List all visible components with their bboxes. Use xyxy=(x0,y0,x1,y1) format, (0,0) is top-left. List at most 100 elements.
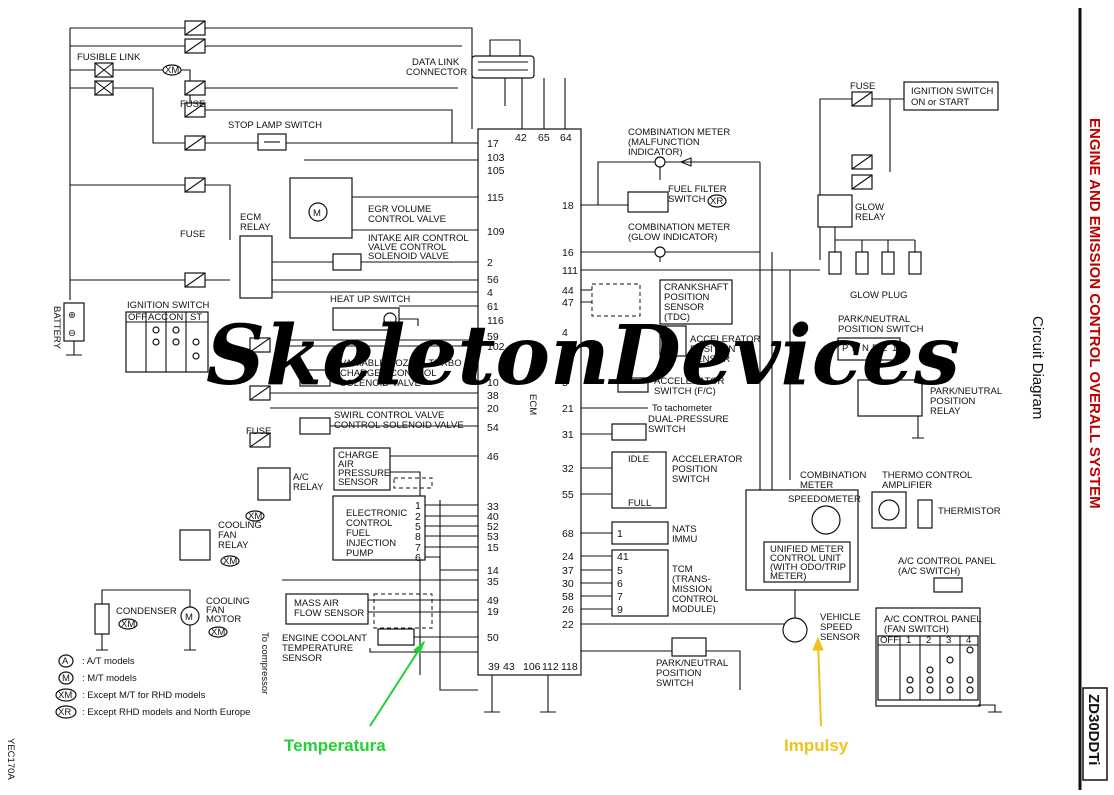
ecm-pin-right: 4 xyxy=(562,327,568,339)
pump-pin: 2 xyxy=(415,511,421,523)
fusible-link-symbols xyxy=(94,20,873,448)
legend-text: : Except RHD models and North Europe xyxy=(82,707,250,718)
page-title: ENGINE AND EMISSION CONTROL OVERALL SYST… xyxy=(1086,118,1103,509)
fuse-label-2: FUSE xyxy=(180,229,205,240)
watermark: SkeletonDevices xyxy=(206,308,960,404)
legend-text: : M/T models xyxy=(82,673,137,684)
ign-pos-off: OFF xyxy=(128,312,147,323)
ecm-relay-label-1: ECM xyxy=(240,212,261,223)
ecm-pin-left: 59 xyxy=(487,331,499,343)
ecm-pin-left: 40 xyxy=(487,511,499,523)
data-link-connector xyxy=(471,55,535,79)
aps-1: ACCELERATOR xyxy=(690,334,761,345)
crank-1: CRANKSHAFT xyxy=(664,282,729,293)
ecm-box xyxy=(477,128,582,676)
pump-pin: 8 xyxy=(415,531,421,543)
heat-up-switch-label: HEAT UP SWITCH xyxy=(330,294,410,305)
ecm-pin-left: 14 xyxy=(487,565,499,577)
pnat-2: POSITION SWITCH xyxy=(838,324,924,335)
pump-pin: 1 xyxy=(415,500,421,512)
fuse-label-1: FUSE xyxy=(180,99,205,110)
nats-2: IMMU xyxy=(672,534,697,545)
ign-pos-on: ON xyxy=(169,312,183,323)
legend-symbol: A xyxy=(62,656,69,667)
ecm-pin-left: 38 xyxy=(487,390,499,402)
pn-position: 2 xyxy=(882,343,887,354)
asfc-2: SWITCH (F/C) xyxy=(654,386,716,397)
ecm-pin-left: 4 xyxy=(487,287,493,299)
legend-symbol-badge xyxy=(58,654,74,668)
maf-1: MASS AIR xyxy=(294,598,339,609)
pn-position: N xyxy=(862,343,869,354)
cm-mil-2: (MALFUNCTION xyxy=(628,137,700,148)
pn-position: R xyxy=(852,343,859,354)
ecm-pin-left: 46 xyxy=(487,451,499,463)
ecm-pin-right: 24 xyxy=(562,551,574,563)
cooling-fan-relay xyxy=(179,529,211,561)
ecm-pin-left: 35 xyxy=(487,576,499,588)
idle-label: IDLE xyxy=(628,454,649,465)
maf-2: FLOW SENSOR xyxy=(294,608,364,619)
tcm-5: MODULE) xyxy=(672,604,716,615)
cap-4: SENSOR xyxy=(338,477,378,488)
ecm-pin-bottom: 39 xyxy=(488,661,500,673)
pump-pin: 6 xyxy=(415,552,421,564)
um-1: UNIFIED METER xyxy=(770,544,844,555)
ecm-pin-left: 53 xyxy=(487,531,499,543)
intake-label-2: VALVE CONTROL xyxy=(368,242,446,253)
tcm-3: MISSION xyxy=(672,584,712,595)
cm-glow-1: COMBINATION METER xyxy=(628,222,730,233)
ignition-switch-label: IGNITION SWITCH xyxy=(127,300,209,311)
legend-symbol: M xyxy=(62,673,70,684)
coolant-temp-sensor xyxy=(377,628,415,646)
ecm-pin-top: 42 xyxy=(515,132,527,144)
cfr-3: RELAY xyxy=(218,540,249,551)
model-code-box xyxy=(1082,687,1108,781)
cfr-2: FAN xyxy=(218,530,237,541)
pnmt-3: SWITCH xyxy=(656,678,694,689)
stop-lamp-switch-label: STOP LAMP SWITCH xyxy=(228,120,322,131)
fan-position: 2 xyxy=(926,635,931,646)
ecm-pin-right: 5 xyxy=(562,377,568,389)
battery-label: BATTERY xyxy=(51,306,62,350)
crank-2: POSITION xyxy=(664,292,710,303)
intake-air-solenoid xyxy=(332,253,362,271)
ecm-pin-left: 115 xyxy=(487,192,504,204)
swirl-label-1: SWIRL CONTROL VALVE xyxy=(334,410,444,421)
ecm-pin-left: 20 xyxy=(487,403,499,415)
ecm-pin-right: 111 xyxy=(562,265,578,277)
cm-label-1: COMBINATION xyxy=(800,470,866,481)
temperature-annotation: Temperatura xyxy=(284,736,386,755)
vehicle-speed-sensor xyxy=(782,617,808,643)
svg-text:M: M xyxy=(185,612,193,623)
ecm-pin-left: 102 xyxy=(487,341,505,353)
pn-position: 1 xyxy=(892,343,897,354)
svg-text:XM: XM xyxy=(165,65,179,76)
ecm-pin-right: 31 xyxy=(562,429,574,441)
ecm-pin-left: 17 xyxy=(487,138,499,150)
svg-text:M: M xyxy=(313,208,321,219)
acs-2: (A/C SWITCH) xyxy=(898,566,960,577)
ac-relay xyxy=(257,467,291,501)
cap-2: AIR xyxy=(338,459,354,470)
figure-code: YEC170A xyxy=(5,738,16,780)
egr-label-1: EGR VOLUME xyxy=(368,204,431,215)
cap-3: PRESSURE xyxy=(338,468,390,479)
svg-text:XM: XM xyxy=(223,556,237,567)
pump-4: INJECTION xyxy=(346,538,396,549)
svg-text:XR: XR xyxy=(710,196,723,207)
variable-nozzle-solenoid xyxy=(299,369,331,387)
full-label: FULL xyxy=(628,498,651,509)
fan-position: 1 xyxy=(906,635,911,646)
um-3: (WITH ODO/TRIP xyxy=(770,562,846,573)
cm-glow-2: (GLOW INDICATOR) xyxy=(628,232,717,243)
ignition-switch-on-start-box xyxy=(903,81,999,111)
ecm-pin-left: 61 xyxy=(487,301,499,313)
ecm-pin-right: 68 xyxy=(562,528,574,540)
ecm-left-pins: 1710310511510925646111659102103820544633… xyxy=(487,138,505,644)
